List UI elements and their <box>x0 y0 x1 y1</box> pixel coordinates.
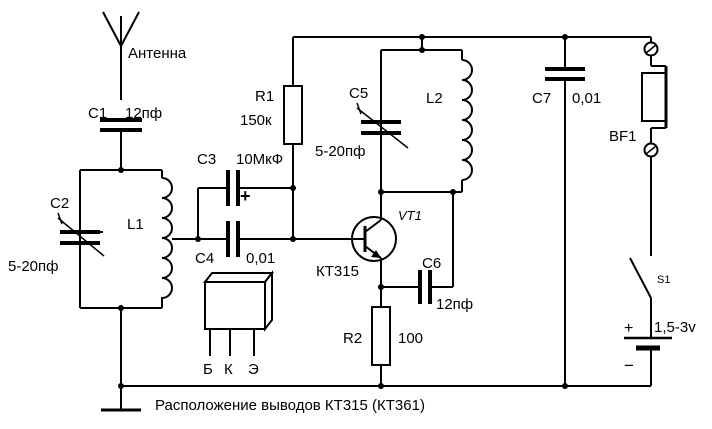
pinout-caption: Расположение выводов КТ315 (КТ361) <box>155 397 425 414</box>
l2-ref: L2 <box>426 90 443 107</box>
capacitor-c3 <box>226 170 240 206</box>
r1-ref: R1 <box>255 88 274 105</box>
c4-value: 0,01 <box>246 250 275 267</box>
c3-value: 10МкФ <box>236 151 283 168</box>
r2-value: 100 <box>398 330 423 347</box>
c3-plus-sign: + <box>240 186 251 206</box>
vt1-ref: VT1 <box>398 208 422 223</box>
resistor-r1 <box>283 37 303 239</box>
c2-ref: C2 <box>50 195 69 212</box>
pin-label-base: Б <box>203 361 213 378</box>
antenna-label: Антенна <box>128 45 187 62</box>
capacitor-c4 <box>226 221 240 257</box>
resistor-r2 <box>371 306 391 386</box>
c2-value: 5-20пф <box>8 258 59 275</box>
battery-minus: − <box>624 356 634 375</box>
capacitor-c6 <box>381 192 454 304</box>
c5-ref: C5 <box>349 85 368 102</box>
pin-label-collector: К <box>224 361 233 378</box>
c7-ref: C7 <box>532 90 551 107</box>
junction-dot <box>118 167 124 173</box>
c1-value: 12пф <box>125 105 162 122</box>
antenna-symbol <box>102 11 140 100</box>
battery-plus: + <box>624 320 633 337</box>
r2-ref: R2 <box>343 330 362 347</box>
junction-dot <box>290 185 296 191</box>
junction-dot <box>419 34 425 40</box>
inductor-l2 <box>461 59 473 181</box>
variable-capacitor-c5 <box>356 102 409 149</box>
junction-dot <box>195 236 201 242</box>
coupling-wiring <box>197 187 346 240</box>
c5-value: 5-20пф <box>315 143 366 160</box>
battery <box>624 336 672 386</box>
junction-dot <box>378 284 384 290</box>
bf1-ref: BF1 <box>609 128 637 145</box>
left-tank-wiring <box>79 169 163 386</box>
l1-ref: L1 <box>127 216 144 233</box>
junction-dot <box>419 47 425 53</box>
r1-value: 150к <box>240 112 272 129</box>
c3-ref: C3 <box>197 151 216 168</box>
junction-dot <box>118 305 124 311</box>
top-rail <box>293 36 651 51</box>
c6-ref: C6 <box>422 255 441 272</box>
capacitor-c7 <box>545 37 585 386</box>
ground-rail <box>101 385 651 412</box>
battery-value: 1,5-3v <box>654 319 696 336</box>
capacitor-c1 <box>100 118 142 170</box>
variable-capacitor-c2 <box>57 212 105 257</box>
switch-s1 <box>629 157 652 338</box>
inductor-l1 <box>161 177 198 300</box>
pin-label-emitter: Э <box>248 361 259 378</box>
transistor-package-drawing <box>202 270 275 356</box>
transistor-vt1 <box>346 192 397 307</box>
c4-ref: C4 <box>195 250 214 267</box>
s1-ref: S1 <box>657 274 670 286</box>
c1-ref: C1 <box>88 105 107 122</box>
earphone-bf1 <box>641 37 668 158</box>
vt1-model: КТ315 <box>316 263 359 280</box>
c6-value: 12пф <box>436 296 473 313</box>
junction-dot <box>118 383 124 389</box>
c7-value: 0,01 <box>572 90 601 107</box>
